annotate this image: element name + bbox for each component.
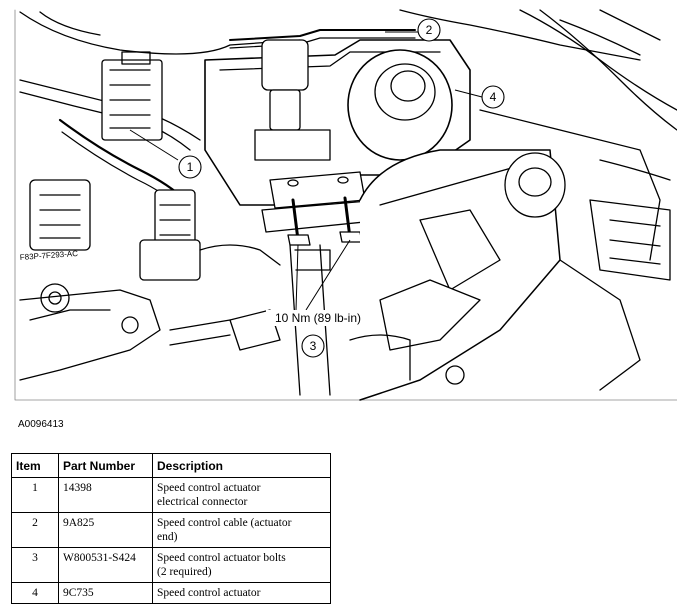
row-part-number: 14398 — [58, 477, 153, 513]
figure-id: A0096413 — [18, 419, 64, 430]
connector-stamp: F83P-7F293-AC — [20, 249, 79, 262]
description-line: Speed control actuator bolts — [157, 552, 286, 564]
row-part-number: W800531-S424 — [58, 547, 153, 583]
row-description: Speed control actuator bolts (2 required… — [152, 547, 331, 583]
row-part-number: 9A825 — [58, 512, 153, 548]
table-row: 2 9A825 Speed control cable (actuator en… — [11, 512, 331, 548]
description-line: Speed control actuator — [157, 587, 261, 599]
row-item: 1 — [11, 477, 59, 513]
torque-label: 10 Nm (89 lb-in) — [275, 311, 361, 325]
header-item: Item — [11, 453, 59, 478]
row-item: 3 — [11, 547, 59, 583]
parts-table: Item Part Number Description 1 14398 Spe… — [11, 453, 331, 604]
description-line: electrical connector — [157, 496, 248, 508]
description-line: (2 required) — [157, 566, 212, 578]
row-description: Speed control cable (actuator end) — [152, 512, 331, 548]
callout-4: 4 — [490, 90, 497, 104]
table-row: 3 W800531-S424 Speed control actuator bo… — [11, 547, 331, 583]
row-item: 2 — [11, 512, 59, 548]
row-item: 4 — [11, 582, 59, 604]
callout-3: 3 — [310, 339, 317, 353]
table-row: 1 14398 Speed control actuator electrica… — [11, 477, 331, 513]
row-description: Speed control actuator electrical connec… — [152, 477, 331, 513]
table-row: 4 9C735 Speed control actuator — [11, 582, 331, 604]
row-description: Speed control actuator — [152, 582, 331, 604]
table-header-row: Item Part Number Description — [11, 453, 331, 478]
description-line: Speed control actuator — [157, 482, 261, 494]
description-line: end) — [157, 531, 178, 543]
speed-control-actuator-illustration: 1 2 3 4 F83P-7F293-AC 10 Nm (89 lb-in) — [14, 9, 677, 401]
callout-2: 2 — [426, 23, 433, 37]
callout-1: 1 — [187, 160, 194, 174]
row-part-number: 9C735 — [58, 582, 153, 604]
header-description: Description — [152, 453, 331, 478]
header-part-number: Part Number — [58, 453, 153, 478]
description-line: Speed control cable (actuator — [157, 517, 292, 529]
